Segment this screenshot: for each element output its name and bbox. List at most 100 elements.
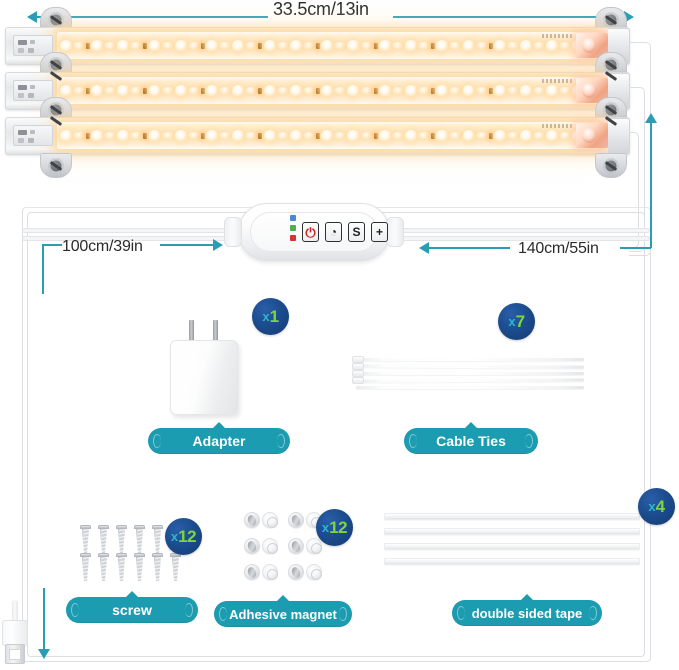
magnet-disc bbox=[288, 512, 304, 528]
cable-tie bbox=[356, 358, 584, 361]
screws bbox=[80, 525, 200, 585]
power-adapter bbox=[170, 320, 238, 415]
magnet-pad bbox=[262, 538, 278, 554]
usb-shell bbox=[2, 620, 28, 646]
label-text: double sided tape bbox=[471, 605, 583, 621]
screw-item bbox=[98, 525, 109, 553]
led-row bbox=[57, 36, 600, 55]
usb-contact-icon bbox=[5, 644, 25, 664]
tape-strip bbox=[384, 558, 640, 565]
bar-connector-zone bbox=[576, 123, 608, 148]
arrow-tip-down-icon bbox=[38, 649, 50, 659]
screw-item bbox=[80, 525, 91, 553]
badge-quantity: 4 bbox=[655, 496, 665, 516]
magnet-pad bbox=[306, 564, 322, 580]
pill-edge-left-icon bbox=[153, 434, 161, 448]
magnet-disc bbox=[244, 512, 260, 528]
controller-output-cable bbox=[400, 228, 650, 233]
badge-prefix: x bbox=[170, 529, 179, 544]
magnet-disc bbox=[288, 538, 304, 554]
label-adhesive-magnet: Adhesive magnet bbox=[214, 601, 352, 627]
led-grow-light-bar bbox=[5, 117, 630, 155]
spectrum-button[interactable]: S bbox=[348, 222, 365, 242]
bar-solder-pads bbox=[13, 80, 53, 101]
usb-connector bbox=[0, 600, 32, 666]
arrow-tip-right-icon bbox=[624, 11, 634, 23]
tape-strip bbox=[384, 543, 640, 550]
cable-tie-head bbox=[352, 370, 364, 377]
double-sided-tape bbox=[384, 513, 640, 568]
magnet-pad bbox=[262, 564, 278, 580]
indicator-red-icon bbox=[290, 235, 296, 241]
led-row bbox=[57, 126, 600, 145]
screw-item bbox=[152, 525, 163, 553]
bar-light-channel bbox=[57, 32, 600, 59]
indicator-blue-icon bbox=[290, 215, 296, 221]
dim-left-rule-a bbox=[42, 244, 62, 246]
cable-tie bbox=[356, 372, 584, 375]
dim-top-arrow-left bbox=[27, 11, 37, 23]
pill-edge-left-icon bbox=[457, 606, 465, 620]
screw-item bbox=[80, 553, 91, 581]
inline-controller[interactable]: ⏻ ◔ S + bbox=[224, 203, 404, 261]
pill-edge-left-icon bbox=[219, 607, 227, 621]
label-screw: screw bbox=[66, 597, 198, 623]
mount-clip bbox=[595, 153, 627, 178]
arrow-tip-right-icon bbox=[213, 239, 223, 251]
cable-tie bbox=[355, 378, 585, 383]
badge-quantity: 1 bbox=[269, 306, 279, 326]
magnet-disc bbox=[244, 538, 260, 554]
pill-edge-right-icon bbox=[277, 434, 285, 448]
screw-item bbox=[116, 553, 127, 581]
pill-edge-right-icon bbox=[339, 607, 347, 621]
led-grow-light-bar bbox=[5, 72, 630, 110]
badge-prefix: x bbox=[262, 309, 270, 324]
screw-item bbox=[170, 553, 181, 581]
pill-edge-left-icon bbox=[409, 434, 417, 448]
badge-quantity: 12 bbox=[178, 526, 197, 546]
arrow-tip-left-icon bbox=[27, 11, 37, 23]
screw-item bbox=[116, 525, 127, 553]
cable-tie-head bbox=[352, 363, 364, 370]
controller-input-cable bbox=[22, 228, 226, 233]
label-adapter: Adapter bbox=[148, 428, 290, 454]
bar-printed-text bbox=[542, 79, 572, 83]
magnet-disc bbox=[244, 564, 260, 580]
bar-printed-text bbox=[542, 34, 572, 38]
badge-prefix: x bbox=[508, 314, 516, 329]
magnet-pad bbox=[262, 512, 278, 528]
bar-solder-pads bbox=[13, 125, 53, 146]
label-double-sided-tape: double sided tape bbox=[452, 600, 602, 626]
pill-edge-right-icon bbox=[525, 434, 533, 448]
status-indicators bbox=[290, 215, 296, 245]
screw-item bbox=[152, 553, 163, 581]
bar-solder-pads bbox=[13, 35, 53, 56]
link-cable bbox=[629, 87, 645, 252]
quantity-badge-magnet: x 12 bbox=[316, 509, 353, 546]
screw-item bbox=[134, 553, 145, 581]
timer-button[interactable]: ◔ bbox=[325, 222, 342, 242]
dim-right-rule bbox=[620, 247, 651, 249]
dim-top-rule-right bbox=[393, 16, 625, 18]
brightness-button[interactable]: + bbox=[371, 222, 388, 242]
pill-edge-right-icon bbox=[185, 603, 193, 617]
adapter-prong bbox=[189, 320, 194, 344]
bar-light-channel bbox=[57, 77, 600, 104]
adapter-prong bbox=[213, 320, 218, 344]
label-cable-ties: Cable Ties bbox=[404, 428, 538, 454]
badge-quantity: 7 bbox=[515, 311, 525, 331]
dim-left-riser bbox=[42, 244, 44, 294]
dim-left-arrow bbox=[160, 239, 223, 251]
indicator-green-icon bbox=[290, 225, 296, 231]
adapter-body bbox=[170, 340, 238, 415]
bar-light-channel bbox=[57, 122, 600, 149]
power-button[interactable]: ⏻ bbox=[302, 222, 319, 242]
power-cable-frame-inner bbox=[27, 212, 645, 657]
strain-relief-left bbox=[224, 217, 242, 247]
mount-clip bbox=[40, 153, 72, 178]
dimension-right-cable: 140cm/55in bbox=[518, 240, 599, 257]
badge-prefix: x bbox=[648, 499, 656, 514]
magnet-pad bbox=[306, 538, 322, 554]
tape-strip bbox=[384, 513, 640, 520]
cable-ties bbox=[352, 356, 585, 392]
